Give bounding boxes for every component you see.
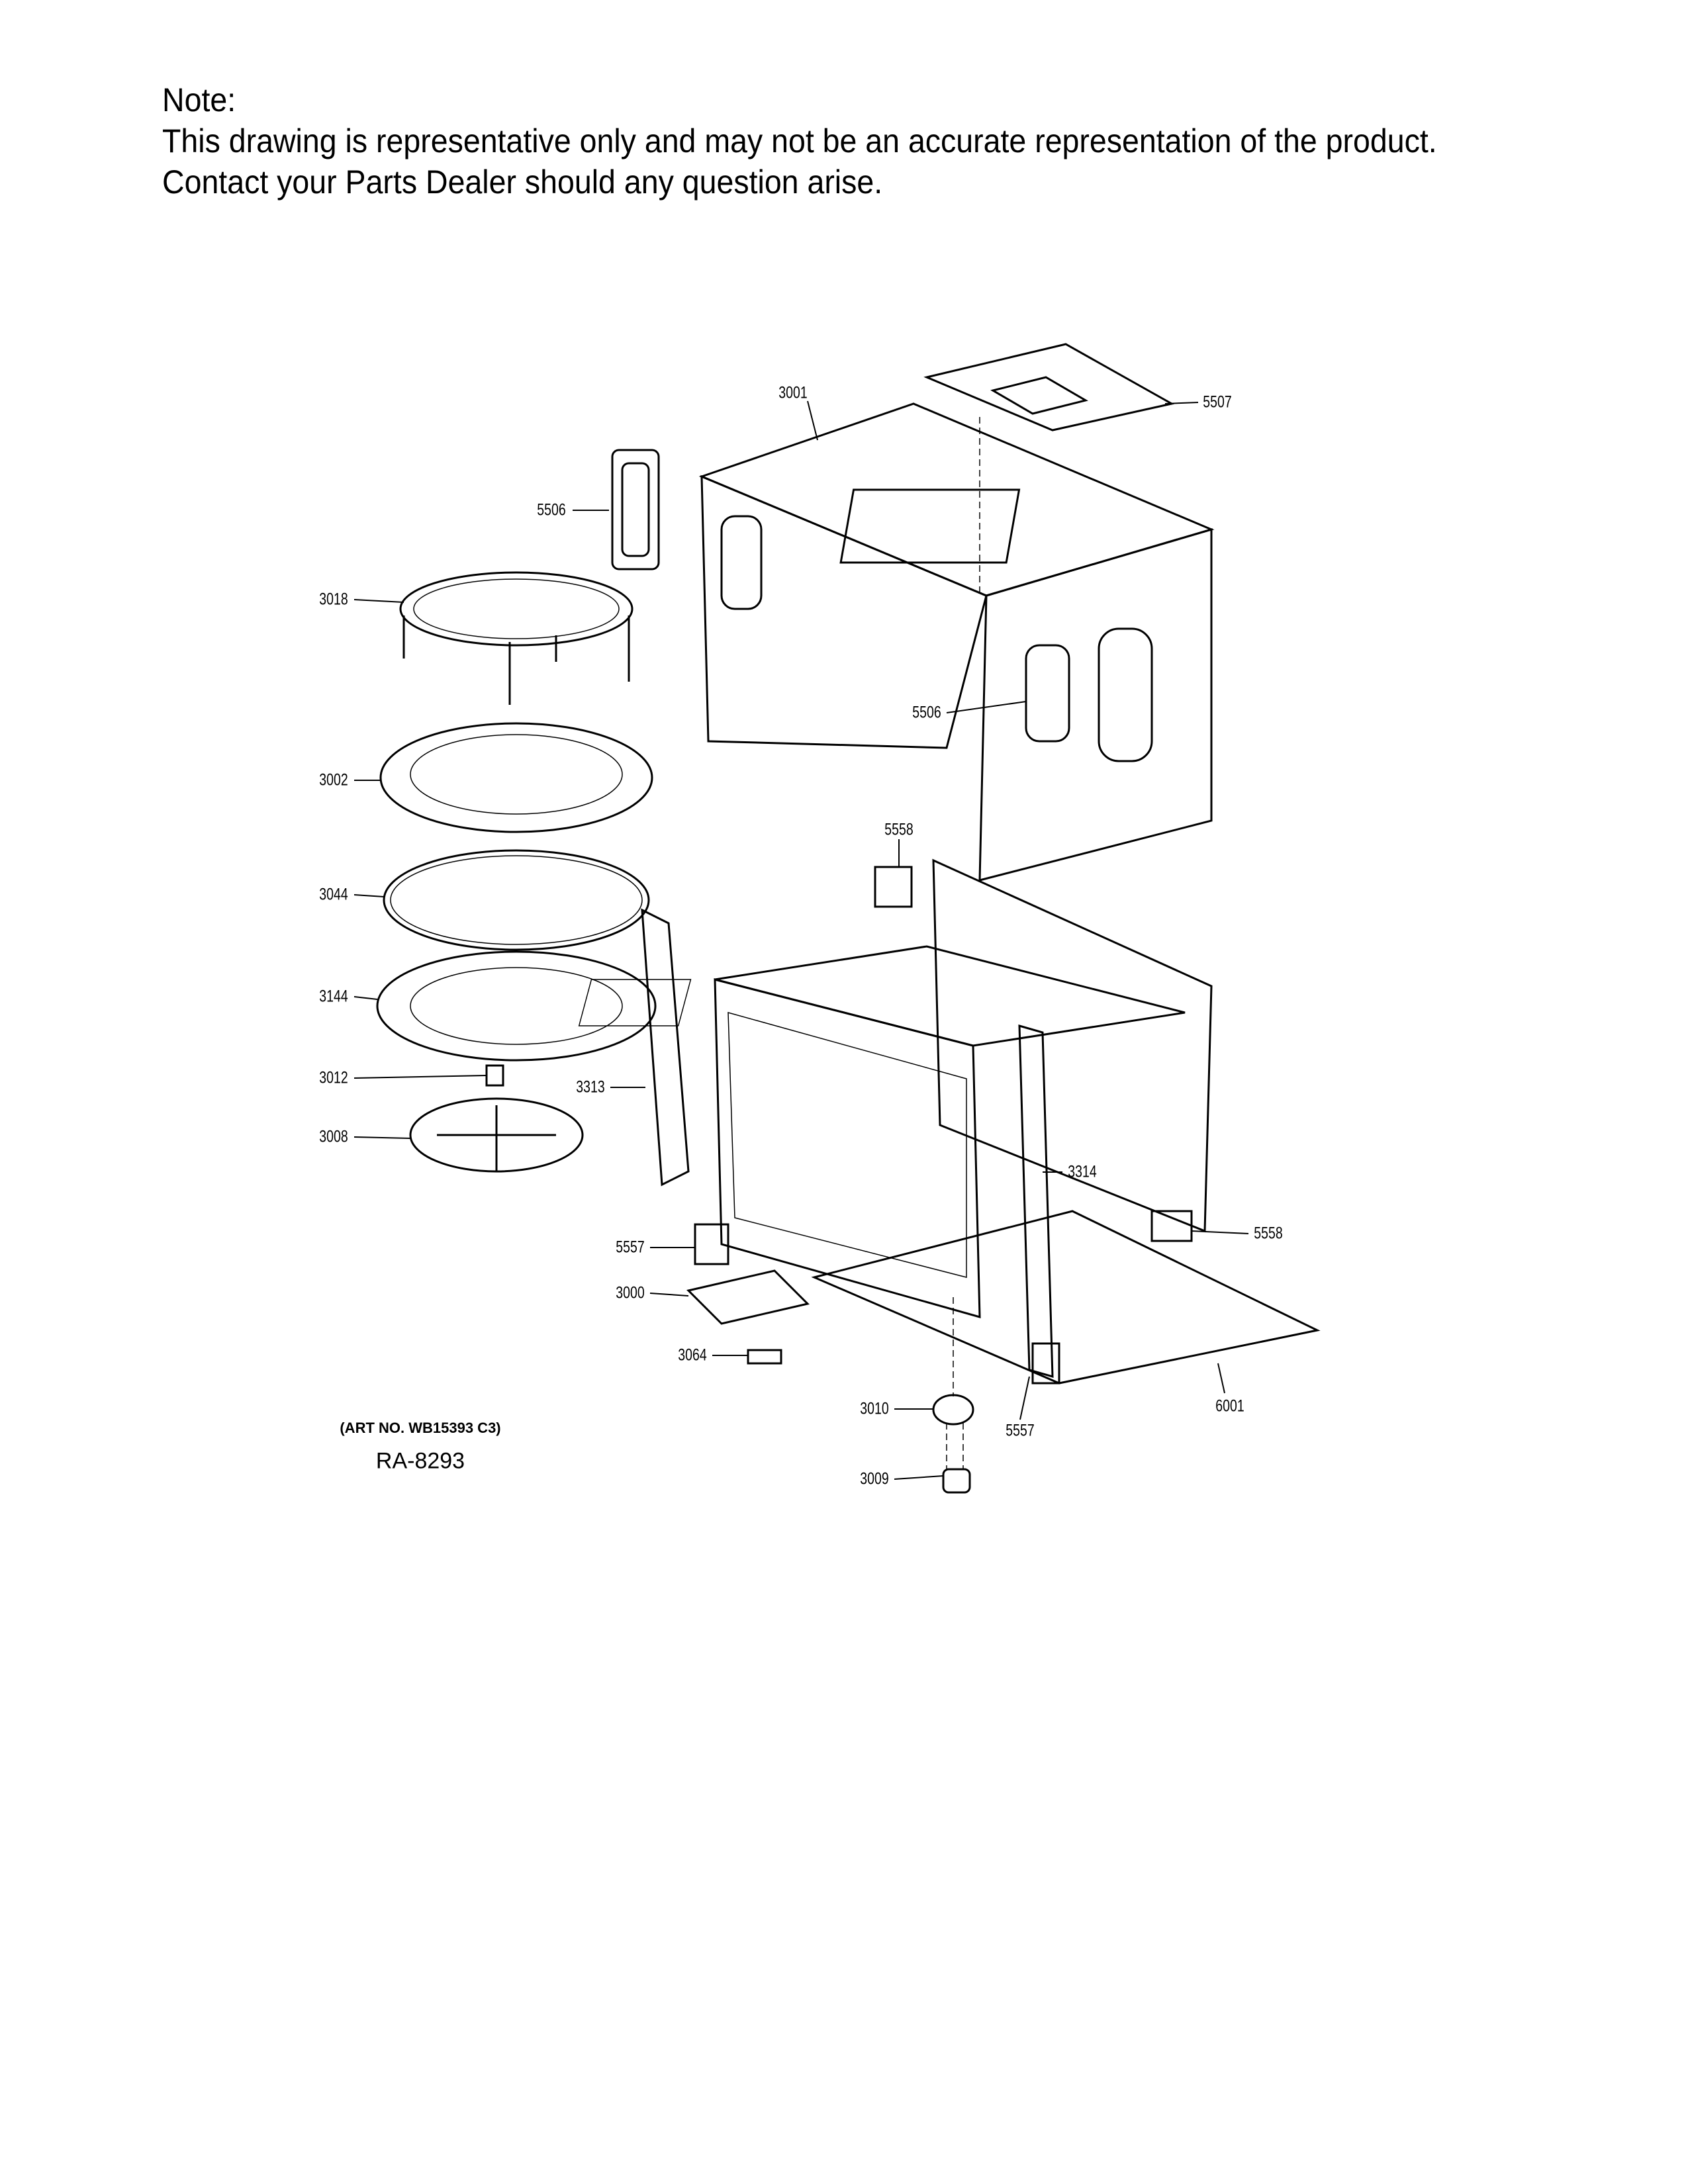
callout-5557-left: 5557 <box>616 1238 645 1257</box>
callout-3313: 3313 <box>576 1077 605 1097</box>
insulation-3064 <box>747 1349 782 1365</box>
bottom-plate-6001 <box>811 1210 1321 1385</box>
art-number: (ART NO. WB15393 C3) <box>340 1420 501 1436</box>
dashed-guides <box>946 417 980 1469</box>
roller-guide-3008 <box>409 1097 584 1173</box>
callout-5557-bottom: 5557 <box>1006 1421 1035 1440</box>
callout-3002: 3002 <box>319 770 348 790</box>
callout-3012: 3012 <box>319 1068 348 1087</box>
oven-cavity <box>578 858 1213 1318</box>
callout-3008: 3008 <box>319 1127 348 1146</box>
oven-rack-3018 <box>399 571 633 705</box>
ra-code: RA-8293 <box>375 1448 465 1474</box>
callout-5558-top: 5558 <box>884 820 914 839</box>
callout-3044: 3044 <box>319 885 348 904</box>
cover-5507 <box>923 343 1175 432</box>
callout-3009: 3009 <box>860 1469 889 1488</box>
plate-3000 <box>686 1269 810 1325</box>
motor-3009 <box>942 1468 971 1494</box>
leader-lines <box>353 400 1249 1480</box>
callout-5558-right: 5558 <box>1254 1224 1283 1243</box>
bracket-5558 <box>874 866 1193 1242</box>
callout-3001: 3001 <box>778 383 808 402</box>
callout-3064: 3064 <box>678 1345 707 1365</box>
motor-coupler-3010 <box>932 1394 974 1426</box>
note-line-2: Contact your Parts Dealer should any que… <box>162 163 883 201</box>
bracket-5557 <box>694 1223 1060 1385</box>
callout-6001: 6001 <box>1215 1396 1244 1416</box>
callout-5506-left: 5506 <box>537 500 566 520</box>
callout-5507: 5507 <box>1203 392 1232 412</box>
note-heading: Note: <box>162 81 236 118</box>
callout-3018: 3018 <box>319 590 348 609</box>
callout-3000: 3000 <box>616 1283 645 1302</box>
gasket-5506-left <box>611 449 660 570</box>
turntable-3002 <box>379 722 653 833</box>
callout-3010: 3010 <box>860 1399 889 1418</box>
tray-3144 <box>376 950 657 1062</box>
side-bar-3314 <box>1018 1024 1054 1379</box>
note-line-1: This drawing is representative only and … <box>162 122 1437 159</box>
side-bar-3313 <box>641 908 690 1187</box>
ring-3044 <box>383 849 650 951</box>
coupler-3012 <box>485 1064 504 1087</box>
callout-3144: 3144 <box>319 987 348 1006</box>
callout-5506-right: 5506 <box>912 703 941 722</box>
outer-wrapper-3001 <box>698 402 1215 882</box>
callout-3314: 3314 <box>1068 1162 1097 1181</box>
